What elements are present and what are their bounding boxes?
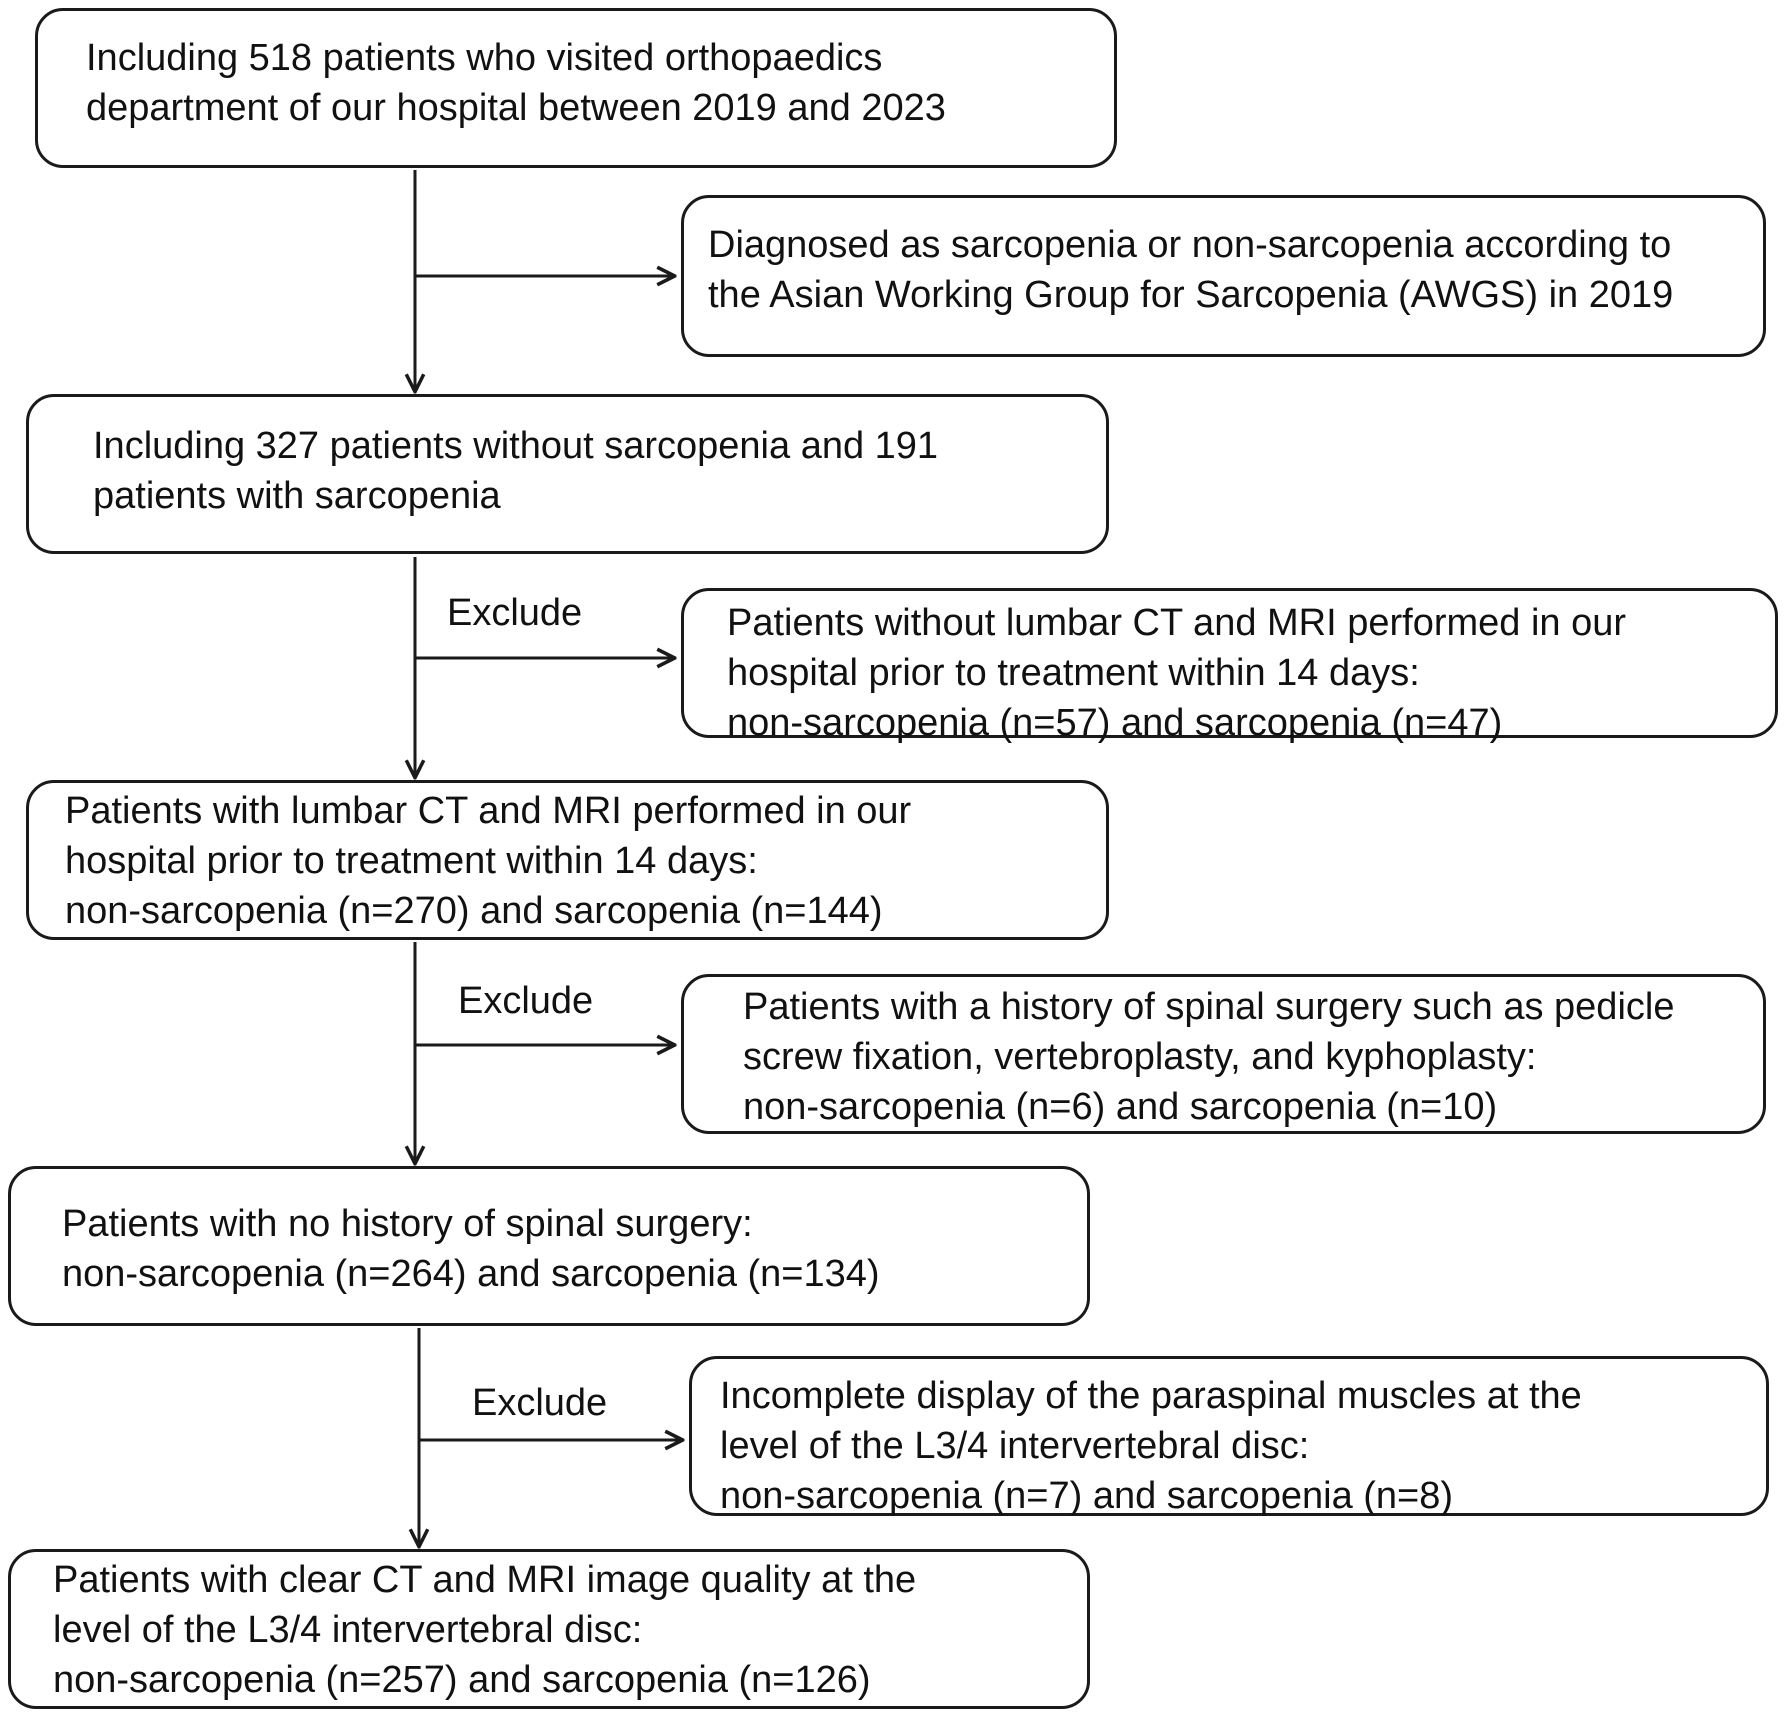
box-no-surgery: Patients with no history of spinal surge… xyxy=(8,1166,1090,1326)
box-final-line: level of the L3/4 intervertebral disc: xyxy=(53,1609,643,1651)
box-start-line: Including 518 patients who visited ortho… xyxy=(86,37,883,79)
box-exclusion-2: Patients with a history of spinal surger… xyxy=(681,974,1766,1134)
box-with-ct-mri-line: Patients with lumbar CT and MRI performe… xyxy=(65,790,912,832)
exclude-label: Exclude xyxy=(472,1382,608,1424)
box-exclusion-1: Patients without lumbar CT and MRI perfo… xyxy=(681,588,1778,744)
box-exclusion-2-line: non-sarcopenia (n=6) and sarcopenia (n=1… xyxy=(743,1086,1498,1128)
box-included: Including 327 patients without sarcopeni… xyxy=(26,394,1109,554)
box-exclusion-1-line: hospital prior to treatment within 14 da… xyxy=(727,652,1420,694)
box-start-line: department of our hospital between 2019 … xyxy=(86,87,946,129)
box-with-ct-mri: Patients with lumbar CT and MRI performe… xyxy=(26,780,1109,940)
box-exclusion-3-line: level of the L3/4 intervertebral disc: xyxy=(720,1425,1310,1467)
box-diagnosed: Diagnosed as sarcopenia or non-sarcopeni… xyxy=(681,195,1766,357)
exclude-label: Exclude xyxy=(458,980,594,1022)
box-included-line: Including 327 patients without sarcopeni… xyxy=(93,425,939,467)
box-final-line: Patients with clear CT and MRI image qua… xyxy=(53,1559,917,1601)
box-no-surgery-line: non-sarcopenia (n=264) and sarcopenia (n… xyxy=(62,1253,880,1295)
exclude-label: Exclude xyxy=(447,592,583,634)
box-with-ct-mri-line: hospital prior to treatment within 14 da… xyxy=(65,840,758,882)
box-diagnosed-line: the Asian Working Group for Sarcopenia (… xyxy=(708,274,1674,316)
box-exclusion-1-line: Patients without lumbar CT and MRI perfo… xyxy=(727,602,1627,644)
box-no-surgery-line: Patients with no history of spinal surge… xyxy=(62,1203,753,1245)
box-exclusion-3: Incomplete display of the paraspinal mus… xyxy=(689,1356,1769,1517)
box-diagnosed-line: Diagnosed as sarcopenia or non-sarcopeni… xyxy=(708,224,1672,266)
box-final-line: non-sarcopenia (n=257) and sarcopenia (n… xyxy=(53,1659,871,1701)
box-exclusion-3-line: Incomplete display of the paraspinal mus… xyxy=(720,1375,1582,1417)
box-included-line: patients with sarcopenia xyxy=(93,475,501,517)
box-final: Patients with clear CT and MRI image qua… xyxy=(8,1549,1090,1709)
box-exclusion-1-line: non-sarcopenia (n=57) and sarcopenia (n=… xyxy=(727,702,1503,744)
box-with-ct-mri-line: non-sarcopenia (n=270) and sarcopenia (n… xyxy=(65,890,883,932)
box-exclusion-3-line: non-sarcopenia (n=7) and sarcopenia (n=8… xyxy=(720,1475,1454,1517)
box-start: Including 518 patients who visited ortho… xyxy=(35,8,1117,168)
box-exclusion-2-line: Patients with a history of spinal surger… xyxy=(743,986,1675,1028)
box-exclusion-2-line: screw fixation, vertebroplasty, and kyph… xyxy=(743,1036,1537,1078)
